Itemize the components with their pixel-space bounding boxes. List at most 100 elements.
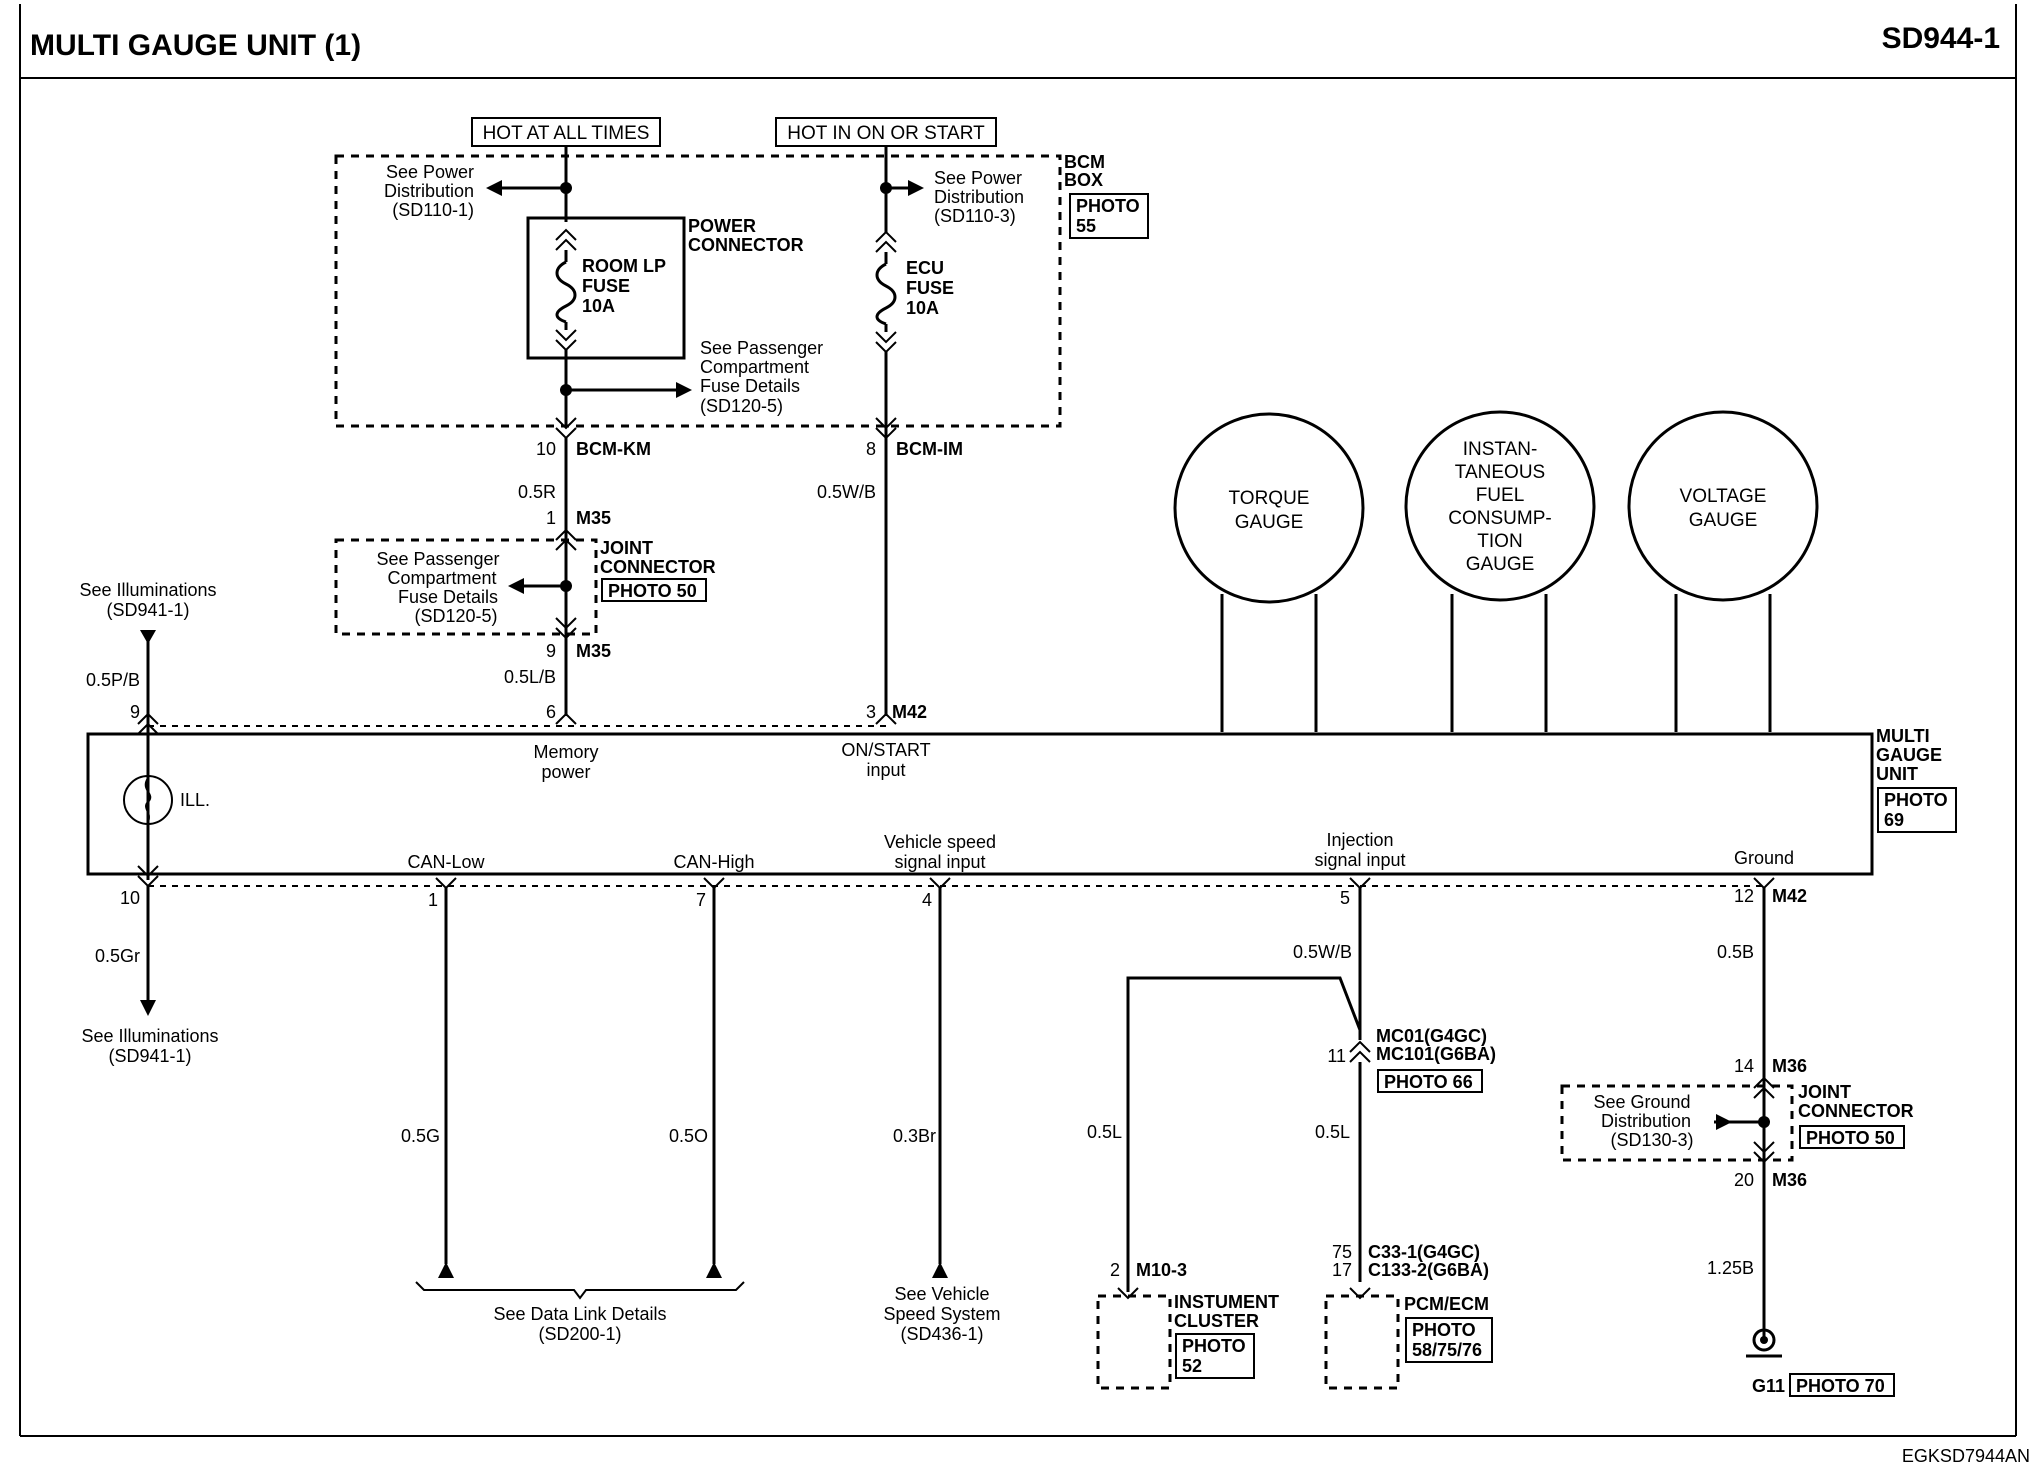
svg-text:Speed System: Speed System <box>883 1304 1000 1324</box>
svg-text:See Ground: See Ground <box>1593 1092 1690 1112</box>
svg-text:(SD110-3): (SD110-3) <box>934 206 1016 226</box>
can-high-label: CAN-High <box>673 852 754 872</box>
svg-text:FUSE: FUSE <box>582 276 630 296</box>
ground-photo: PHOTO 70 <box>1796 1376 1885 1396</box>
svg-text:58/75/76: 58/75/76 <box>1412 1340 1482 1360</box>
svg-text:Injection: Injection <box>1326 830 1393 850</box>
svg-text:GAUGE: GAUGE <box>1689 510 1758 531</box>
m36-pin-top: 14 <box>1734 1056 1754 1076</box>
ground-pin: 12 <box>1734 886 1754 906</box>
page-code: SD944-1 <box>1882 22 2000 55</box>
bcm-box-label: BCM BOX <box>1064 152 1105 190</box>
arrow-up-icon <box>706 1262 722 1278</box>
on-start-wire: 0.5W/B <box>817 482 876 502</box>
svg-text:Fuse Details: Fuse Details <box>398 587 498 607</box>
vehicle-speed-wire: 0.3Br <box>893 1126 936 1146</box>
svg-text:Compartment: Compartment <box>700 357 809 377</box>
svg-text:(SD120-5): (SD120-5) <box>414 606 497 626</box>
vehicle-speed-label: Vehicle speed signal input <box>884 832 996 872</box>
arrow-right-icon <box>1716 1114 1732 1130</box>
svg-text:CONNECTOR: CONNECTOR <box>1798 1101 1914 1121</box>
pcm-photo: PHOTO 58/75/76 <box>1412 1320 1482 1360</box>
svg-text:signal input: signal input <box>894 852 985 872</box>
voltage-gauge: VOLTAGE GAUGE <box>1627 410 1819 732</box>
ground-connector: M42 <box>1772 886 1807 906</box>
footer-code: EGKSD7944AN <box>1902 1446 2030 1466</box>
bcm-im-label: BCM-IM <box>896 439 963 459</box>
svg-text:VOLTAGE: VOLTAGE <box>1680 486 1767 507</box>
multi-gauge-unit-label: MULTI GAUGE UNIT <box>1876 726 1942 784</box>
svg-text:ROOM LP: ROOM LP <box>582 256 666 276</box>
data-link-brace <box>415 1281 745 1300</box>
memory-wire-top: 0.5R <box>518 482 556 502</box>
see-power-distribution-3: See Power Distribution (SD110-3) <box>934 168 1024 226</box>
ground-symbol-icon <box>1746 1328 1782 1358</box>
bcm-km-pin: 10 <box>536 439 556 459</box>
bcm-photo-label: PHOTO 55 <box>1076 196 1140 236</box>
svg-text:PHOTO: PHOTO <box>1884 790 1948 810</box>
connector-chevron-icon <box>555 228 577 251</box>
pcm-pins: 75 17 <box>1332 1242 1352 1280</box>
svg-text:ECU: ECU <box>906 258 944 278</box>
on-start-input-label: ON/START input <box>841 740 930 780</box>
svg-text:FUEL: FUEL <box>1476 485 1525 506</box>
svg-text:Memory: Memory <box>533 742 598 762</box>
can-low-pin: 1 <box>428 890 438 910</box>
svg-text:55: 55 <box>1076 216 1096 236</box>
instantaneous-fuel-consumption-gauge: INSTAN- TANEOUS FUEL CONSUMP- TION GAUGE <box>1404 410 1596 732</box>
svg-text:MULTI: MULTI <box>1876 726 1930 746</box>
svg-text:input: input <box>866 760 905 780</box>
bcm-im-pin: 8 <box>866 439 876 459</box>
svg-text:69: 69 <box>1884 810 1904 830</box>
svg-text:10A: 10A <box>582 296 615 316</box>
power-connector-box <box>526 216 686 360</box>
room-lp-fuse-label: ROOM LP FUSE 10A <box>582 256 666 316</box>
memory-power-label: Memory power <box>533 742 598 782</box>
can-high-wire: 0.5O <box>669 1126 708 1146</box>
can-low-wire: 0.5G <box>401 1126 440 1146</box>
ground-label: Ground <box>1734 848 1794 868</box>
see-passenger-fuse-top: See Passenger Compartment Fuse Details (… <box>700 338 823 416</box>
svg-text:JOINT: JOINT <box>600 538 653 558</box>
svg-text:See Power: See Power <box>934 168 1022 188</box>
power-connector-label: POWER CONNECTOR <box>688 216 804 255</box>
svg-text:TION: TION <box>1477 531 1522 552</box>
injection-wire: 0.5W/B <box>1293 942 1352 962</box>
ill-wire-bottom: 0.5Gr <box>95 946 140 966</box>
svg-text:See Illuminations: See Illuminations <box>79 580 216 600</box>
svg-text:ON/START: ON/START <box>841 740 930 760</box>
illumination-bulb-icon <box>123 775 173 825</box>
arrow-left-icon <box>508 578 524 594</box>
see-illuminations-top: See Illuminations (SD941-1) <box>79 580 216 620</box>
arrow-down-icon <box>140 1000 156 1016</box>
svg-text:INSTUMENT: INSTUMENT <box>1174 1292 1279 1312</box>
ill-wire-top: 0.5P/B <box>86 670 140 690</box>
vehicle-speed-pin: 4 <box>922 890 932 910</box>
svg-text:FUSE: FUSE <box>906 278 954 298</box>
ill-pin-bottom: 10 <box>120 888 140 908</box>
m36-label-top: M36 <box>1772 1056 1807 1076</box>
svg-text:Vehicle speed: Vehicle speed <box>884 832 996 852</box>
svg-text:(SD941-1): (SD941-1) <box>106 600 189 620</box>
see-illuminations-bottom: See Illuminations (SD941-1) <box>81 1026 218 1066</box>
cluster-connector: M10-3 <box>1136 1260 1187 1280</box>
svg-text:JOINT: JOINT <box>1798 1082 1851 1102</box>
svg-text:PHOTO: PHOTO <box>1182 1336 1246 1356</box>
joint-connector-label: JOINT CONNECTOR <box>600 538 716 577</box>
svg-text:See Power: See Power <box>386 162 474 182</box>
svg-text:10A: 10A <box>906 298 939 318</box>
svg-text:17: 17 <box>1332 1260 1352 1280</box>
svg-text:Compartment: Compartment <box>387 568 496 588</box>
m36-label-bottom: M36 <box>1772 1170 1807 1190</box>
m35-label-top: M35 <box>576 508 611 528</box>
pcm-wire: 0.5L <box>1315 1122 1350 1142</box>
injection-signal-label: Injection signal input <box>1314 830 1405 870</box>
svg-text:BOX: BOX <box>1064 170 1103 190</box>
see-data-link-details: See Data Link Details (SD200-1) <box>493 1304 666 1344</box>
svg-text:TANEOUS: TANEOUS <box>1455 462 1545 483</box>
svg-text:CLUSTER: CLUSTER <box>1174 1311 1259 1331</box>
cluster-photo: PHOTO 52 <box>1182 1336 1246 1376</box>
mc01-photo: PHOTO 66 <box>1384 1072 1473 1092</box>
svg-text:(SD941-1): (SD941-1) <box>108 1046 191 1066</box>
